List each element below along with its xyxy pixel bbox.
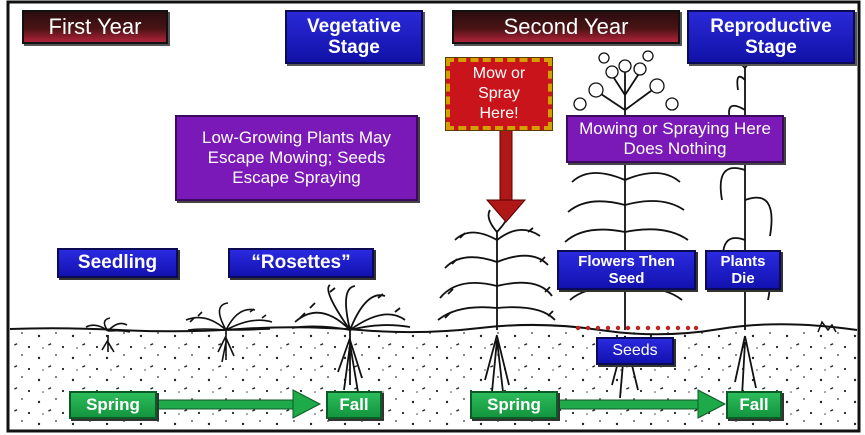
seedling-label: Seedling bbox=[57, 248, 178, 278]
reproductive-stage-box: Reproductive Stage bbox=[687, 10, 855, 64]
second-year-banner: Second Year bbox=[452, 10, 680, 44]
mow-or-spray-callout: Mow or Spray Here! bbox=[446, 58, 552, 130]
fall-label-year-2: Fall bbox=[726, 391, 782, 419]
flowers-then-seed-label: Flowers Then Seed bbox=[557, 250, 696, 290]
vegetative-stage-box: Vegetative Stage bbox=[285, 10, 423, 64]
mowing-does-nothing-note: Mowing or Spraying Here Does Nothing bbox=[566, 115, 784, 163]
seeds-label: Seeds bbox=[596, 337, 674, 365]
plants-die-label: Plants Die bbox=[705, 250, 781, 290]
first-year-banner: First Year bbox=[22, 10, 168, 44]
spring-label-year-1: Spring bbox=[69, 391, 157, 419]
mow-spray-arrow bbox=[487, 128, 525, 222]
low-growing-note: Low-Growing Plants May Escape Mowing; Se… bbox=[175, 115, 418, 201]
fall-label-year-1: Fall bbox=[326, 391, 382, 419]
rosettes-label: “Rosettes” bbox=[228, 248, 374, 278]
spring-label-year-2: Spring bbox=[470, 391, 558, 419]
